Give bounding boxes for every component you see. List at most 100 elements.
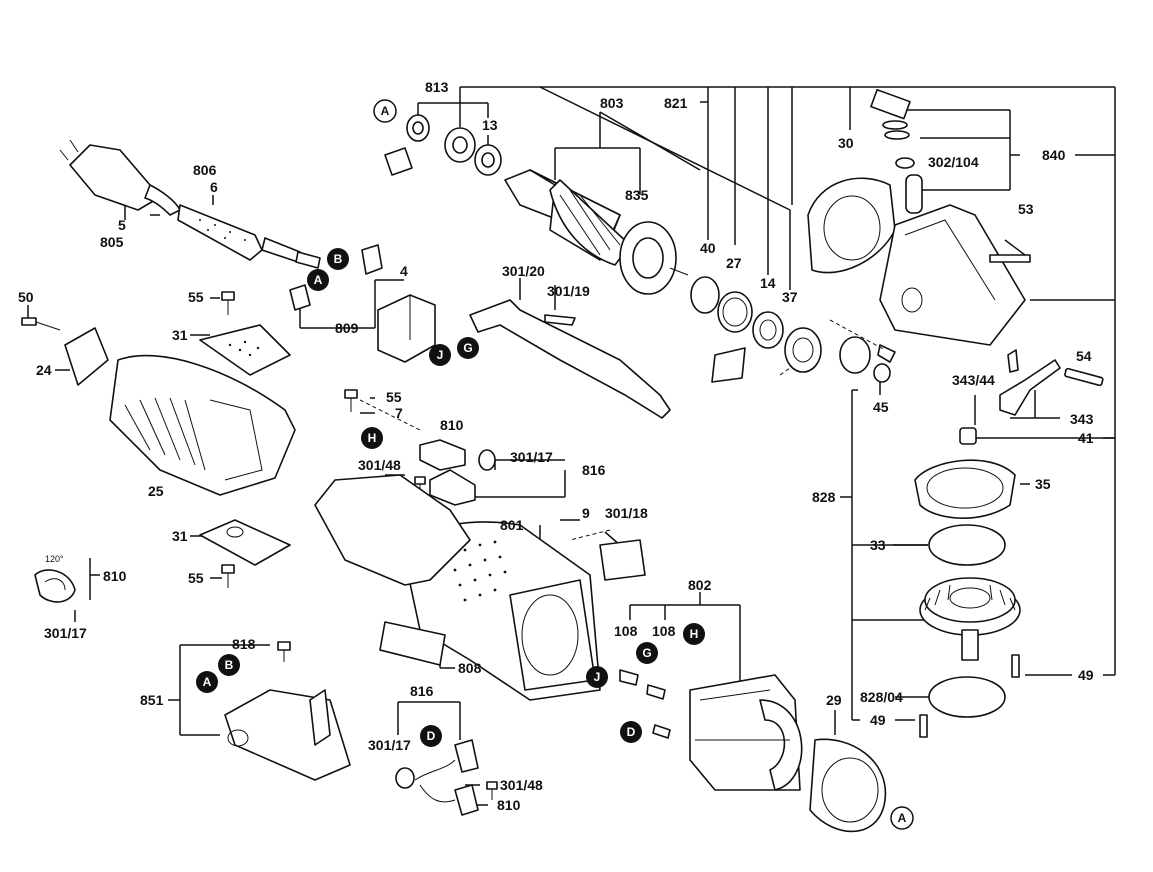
part-labels: 813 803 821 13 835 806 6 5 805 30 302/10… [18, 79, 1094, 813]
label-9: 9 [582, 505, 590, 521]
label-31-bottom: 31 [172, 528, 188, 544]
label-54: 54 [1076, 348, 1092, 364]
power-plug-part [59, 139, 321, 269]
svg-text:D: D [427, 729, 436, 743]
label-343: 343 [1070, 411, 1094, 427]
label-821: 821 [664, 95, 688, 111]
leader-lines [27, 86, 1116, 806]
label-809: 809 [335, 320, 359, 336]
svg-text:G: G [642, 646, 651, 660]
label-301-17-top: 301/17 [510, 449, 553, 465]
svg-text:G: G [463, 341, 472, 355]
connector-g-switch: G [457, 337, 479, 359]
connector-h-brush: H [361, 427, 383, 449]
connector-a-top: A [373, 99, 397, 123]
label-49-bottom: 49 [870, 712, 886, 728]
label-50: 50 [18, 289, 34, 305]
label-810-top: 810 [440, 417, 464, 433]
gasket-part [914, 459, 1016, 519]
switch-part [377, 294, 436, 363]
connector-d-brush: D [420, 725, 442, 747]
label-25: 25 [148, 483, 164, 499]
connector-b-plug: B [327, 248, 349, 270]
label-301-48-bottom: 301/48 [500, 777, 543, 793]
brush-spring-part [34, 569, 76, 603]
svg-text:A: A [898, 811, 907, 825]
bearing-part [384, 114, 502, 176]
connector-h-coil: H [683, 623, 705, 645]
label-55-bottom: 55 [188, 570, 204, 586]
label-6: 6 [210, 179, 218, 195]
label-835: 835 [625, 187, 649, 203]
label-851: 851 [140, 692, 164, 708]
connector-a-base: A [196, 671, 218, 693]
bevel-gear-part [919, 577, 1021, 661]
label-302-104: 302/104 [928, 154, 979, 170]
label-108-a: 108 [614, 623, 638, 639]
label-120-degrees: 120° [45, 554, 64, 564]
field-coil-part [689, 674, 803, 791]
label-301-17-bottom: 301/17 [368, 737, 411, 753]
svg-text:A: A [381, 104, 390, 118]
label-343-44: 343/44 [952, 372, 995, 388]
label-816-top: 816 [582, 462, 606, 478]
o-ring-lower-part [928, 676, 1006, 718]
label-45: 45 [873, 399, 889, 415]
svg-text:B: B [225, 658, 234, 672]
label-7: 7 [395, 405, 403, 421]
svg-text:B: B [334, 252, 343, 266]
connector-j-switch: J [429, 344, 451, 366]
label-40: 40 [700, 240, 716, 256]
label-13: 13 [482, 117, 498, 133]
brush-holder-lower-part [395, 739, 479, 816]
ring-set-part [690, 276, 822, 383]
svg-text:H: H [690, 627, 699, 641]
main-housing-part [314, 474, 471, 586]
label-108-b: 108 [652, 623, 676, 639]
label-802: 802 [688, 577, 712, 593]
o-ring-part [928, 524, 1006, 566]
plate-part [379, 621, 446, 666]
vent-cover-part [599, 539, 646, 581]
handle-housing-part [109, 354, 296, 496]
wire-terminals-part [619, 669, 671, 739]
label-810-left: 810 [103, 568, 127, 584]
label-31-top: 31 [172, 327, 188, 343]
label-301-20: 301/20 [502, 263, 545, 279]
label-816-bottom: 816 [410, 683, 434, 699]
parts [21, 88, 1104, 833]
screws-part [21, 291, 498, 800]
connector-g-coil: G [636, 642, 658, 664]
connector-d-coil: D [620, 721, 642, 743]
svg-text:H: H [368, 431, 377, 445]
svg-text:D: D [627, 725, 636, 739]
label-301-19: 301/19 [547, 283, 590, 299]
label-301-17-left: 301/17 [44, 625, 87, 641]
label-24: 24 [36, 362, 52, 378]
connector-a-plug: A [307, 269, 329, 291]
label-37: 37 [782, 289, 798, 305]
label-818: 818 [232, 636, 256, 652]
gear-housing-part [807, 88, 1031, 346]
label-5: 5 [118, 217, 126, 233]
label-41: 41 [1078, 430, 1094, 446]
pinion-gear-part [839, 336, 896, 383]
label-33: 33 [870, 537, 886, 553]
label-27: 27 [726, 255, 742, 271]
label-55-mid: 55 [386, 389, 402, 405]
motor-housing-part [404, 521, 601, 701]
svg-text:J: J [594, 670, 601, 684]
switch-rod-part [469, 299, 671, 419]
label-801: 801 [500, 517, 524, 533]
label-803: 803 [600, 95, 624, 111]
switch-housing-part [224, 689, 351, 781]
label-301-48-top: 301/48 [358, 457, 401, 473]
armature-part [504, 169, 689, 295]
label-810-bottom: 810 [497, 797, 521, 813]
cover-lower-part [199, 519, 291, 566]
connector-badges: A B A J G H J G [196, 99, 914, 830]
svg-text:A: A [203, 675, 212, 689]
svg-text:A: A [314, 273, 323, 287]
label-808: 808 [458, 660, 482, 676]
label-4: 4 [400, 263, 408, 279]
